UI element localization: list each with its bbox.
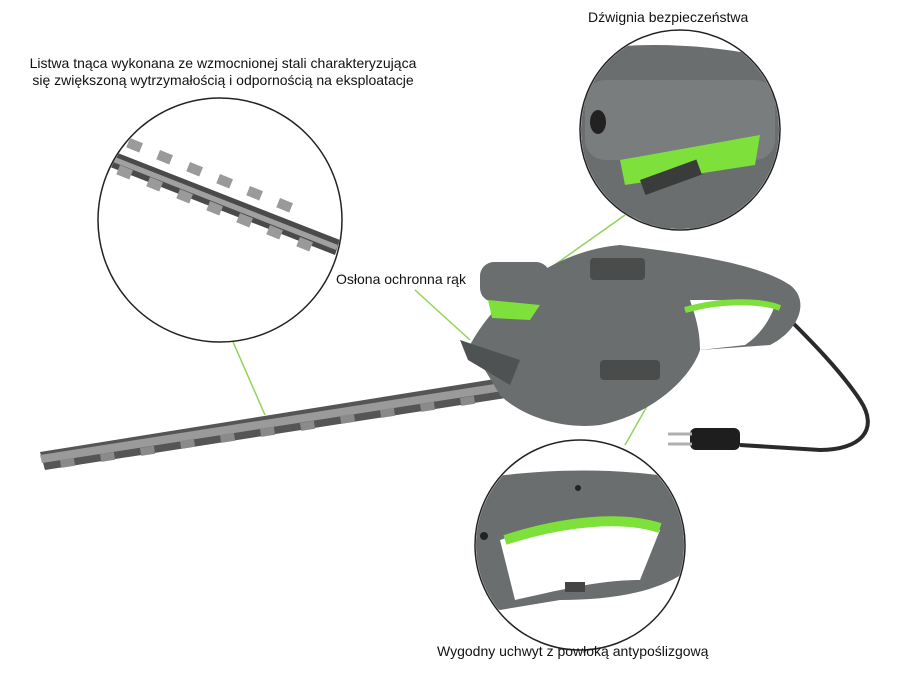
label-hand-guard: Osłona ochronna rąk (336, 271, 466, 287)
zoom-circle-blade (97, 97, 343, 343)
power-cord (668, 318, 870, 453)
hand-guard (460, 340, 520, 385)
label-grip: Wygodny uchwyt z powłoką antypoślizgową (437, 643, 709, 659)
zoom-circle-lever (579, 29, 781, 231)
label-cutting-blade-line1: Listwa tnąca wykonana ze wzmocnionej sta… (29, 55, 417, 71)
label-cutting-blade-line2: się zwiększoną wytrzymałością i odpornoś… (32, 72, 414, 88)
cutting-blade (40, 375, 525, 470)
callout-line-guard (414, 289, 471, 341)
zoom-circle-grip (474, 439, 686, 651)
callout-line-blade (229, 334, 266, 416)
safety-lever-green (488, 300, 540, 320)
power-plug-icon (668, 428, 740, 450)
trimmer-body (460, 245, 801, 426)
label-cutting-blade: Listwa tnąca wykonana ze wzmocnionej sta… (8, 55, 438, 89)
label-safety-lever: Dźwignia bezpieczeństwa (588, 9, 749, 25)
